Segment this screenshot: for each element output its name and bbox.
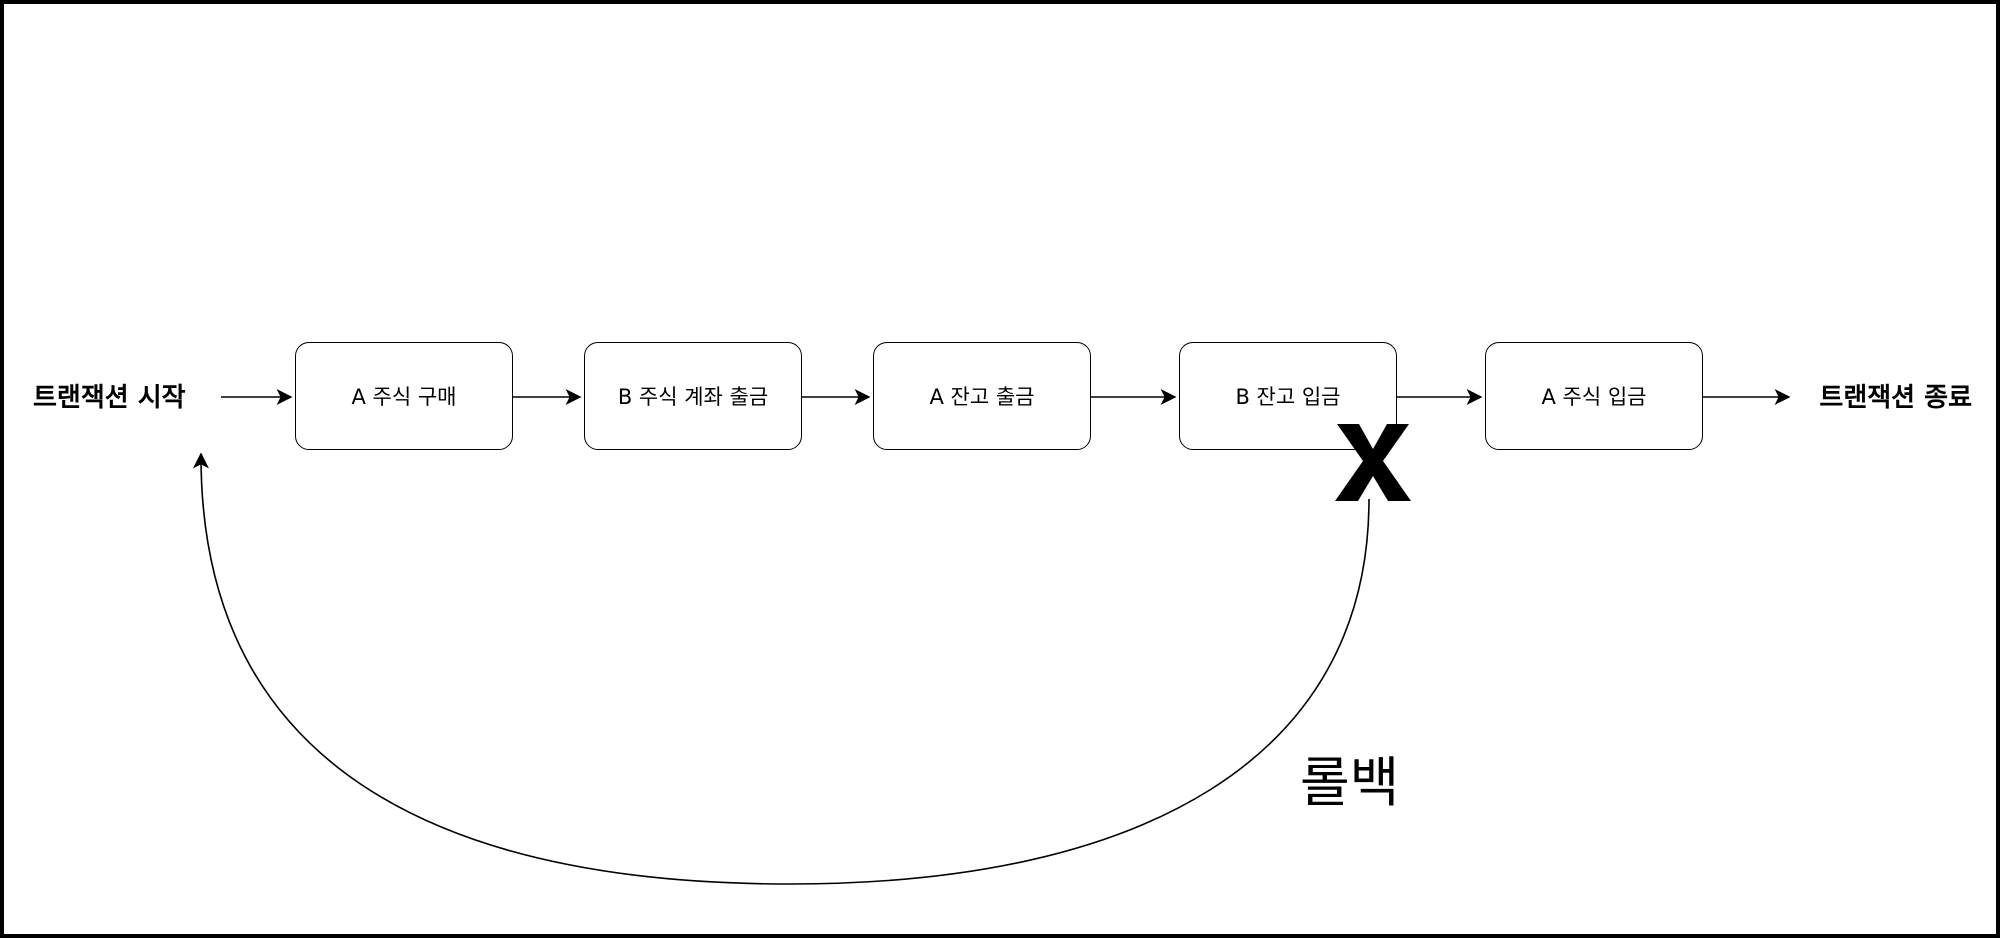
transaction-end-label: 트랜잭션 종료 <box>1819 383 1972 413</box>
step-withdraw-a-balance: A 잔고 출금 <box>873 342 1091 450</box>
rollback-arrow <box>192 452 1370 885</box>
step-deposit-a-stock: A 주식 입금 <box>1485 342 1703 450</box>
flow-connectors <box>192 389 1791 885</box>
step-withdraw-b-stock-account: B 주식 계좌 출금 <box>584 342 802 450</box>
rollback-label: 롤백 <box>1300 751 1400 814</box>
transaction-start-label: 트랜잭션 시작 <box>33 383 186 413</box>
failure-x-icon <box>1335 424 1411 501</box>
step-buy-a-stock: A 주식 구매 <box>295 342 513 450</box>
